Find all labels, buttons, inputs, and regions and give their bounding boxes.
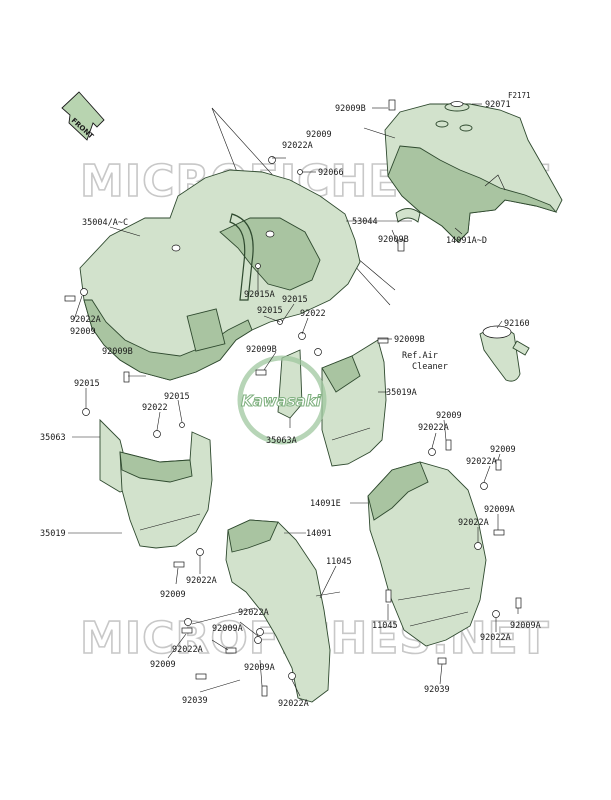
- part-label-92022: 92022: [142, 403, 168, 413]
- part-label-14091E: 14091E: [310, 499, 341, 509]
- part-label-92009: 92009: [160, 590, 186, 600]
- flap-35063A: [277, 349, 303, 419]
- part-label-92022: 92022: [300, 309, 326, 319]
- part-label-92039: 92039: [182, 696, 208, 706]
- part-label-92160: 92160: [504, 319, 530, 329]
- figure-code: F2171: [508, 91, 531, 100]
- part-label-92009B: 92009B: [394, 335, 425, 345]
- part-label-35004: 35004/A~C: [82, 218, 128, 228]
- part-label-92015: 92015: [257, 306, 283, 316]
- part-label-92039: 92039: [424, 685, 450, 695]
- part-label-11045: 11045: [326, 557, 352, 567]
- part-labels: 92009B 92071 92009 92022A 92066 53044 35…: [40, 100, 541, 709]
- part-label-92015: 92015: [282, 295, 308, 305]
- front-arrow-icon: FRONT: [61, 91, 105, 141]
- side-cover-14091: [225, 519, 331, 703]
- part-label-53044: 53044: [352, 217, 378, 227]
- part-label-92022A: 92022A: [278, 699, 309, 709]
- part-label-14091A: 14091A~D: [446, 236, 487, 246]
- part-label-92009A: 92009A: [212, 624, 243, 634]
- part-label-92009B: 92009B: [246, 345, 277, 355]
- ref-note-line-2: Cleaner: [412, 362, 448, 372]
- part-label-92009B: 92009B: [335, 104, 366, 114]
- part-label-92022A: 92022A: [466, 457, 497, 467]
- part-label-35019: 35019: [40, 529, 66, 539]
- part-label-92009A: 92009A: [510, 621, 541, 631]
- part-label-92022A: 92022A: [458, 518, 489, 528]
- part-label-92015A: 92015A: [244, 290, 275, 300]
- part-label-92066: 92066: [318, 168, 344, 178]
- part-label-92015: 92015: [164, 392, 190, 402]
- part-label-35063A: 35063A: [266, 436, 297, 446]
- part-label-92009A: 92009A: [484, 505, 515, 515]
- part-label-92022A: 92022A: [480, 633, 511, 643]
- part-label-92022A: 92022A: [70, 315, 101, 325]
- kawasaki-logo: Kawasaki: [237, 355, 327, 445]
- part-label-92009: 92009: [436, 411, 462, 421]
- part-label-35019A: 35019A: [386, 388, 417, 398]
- part-label-92009: 92009: [70, 327, 96, 337]
- tank-cover-14091A: [384, 102, 563, 243]
- rear-fender-35004: [79, 169, 361, 381]
- part-label-35063: 35063: [40, 433, 66, 443]
- part-label-92022A: 92022A: [186, 576, 217, 586]
- part-label-14091: 14091: [306, 529, 332, 539]
- fasteners: [64, 99, 522, 697]
- part-label-92009: 92009: [490, 445, 516, 455]
- part-label-92009B: 92009B: [378, 235, 409, 245]
- logo-text: Kawasaki: [241, 392, 322, 410]
- strap-92015A: [229, 213, 254, 301]
- part-label-92009B: 92009B: [102, 347, 133, 357]
- part-label-92009: 92009: [306, 130, 332, 140]
- part-label-92071: 92071: [485, 100, 511, 110]
- clip-53044: [395, 208, 421, 223]
- part-label-92009: 92009: [150, 660, 176, 670]
- part-label-92022A: 92022A: [172, 645, 203, 655]
- part-label-11045: 11045: [372, 621, 398, 631]
- part-label-92022A: 92022A: [282, 141, 313, 151]
- leader-lines: [68, 103, 519, 697]
- ref-note-line-1: Ref.Air: [402, 351, 438, 361]
- part-label-92022A: 92022A: [238, 608, 269, 618]
- part-label-92009A: 92009A: [244, 663, 275, 673]
- mudguard-35019: [119, 431, 213, 549]
- part-label-92022A: 92022A: [418, 423, 449, 433]
- mudguard-35019A: [321, 339, 387, 467]
- air-cleaner-duct: [479, 325, 530, 382]
- part-label-92015: 92015: [74, 379, 100, 389]
- side-cover-14091E: [367, 461, 487, 647]
